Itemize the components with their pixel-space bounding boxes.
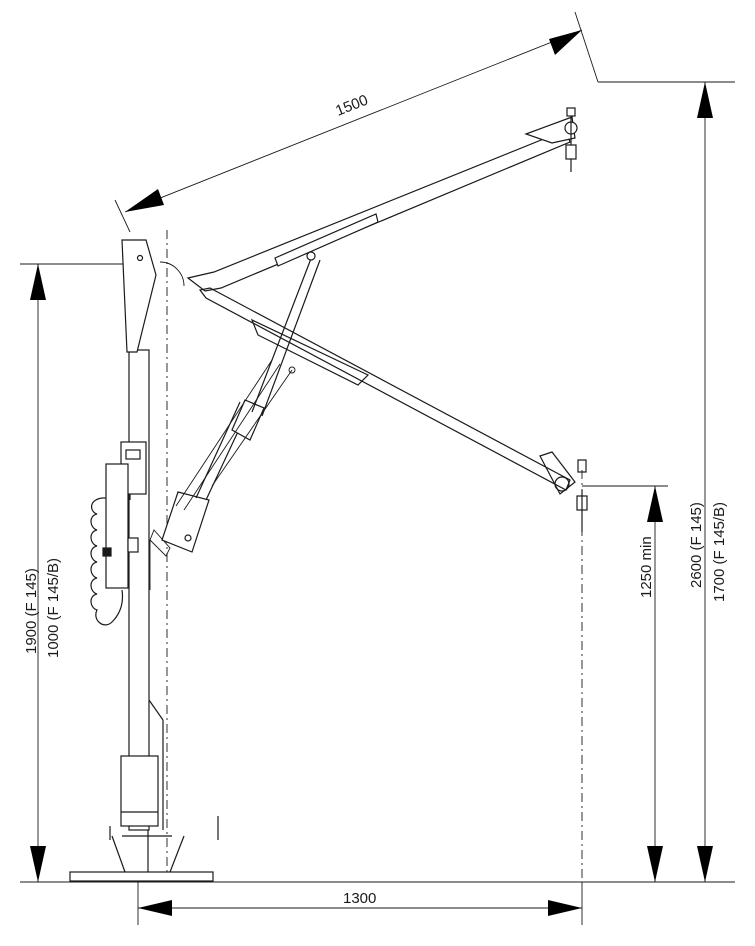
dimension-label-height-f145b: 1700 (F 145/B) [711, 502, 728, 602]
dimension-label-boom-length: 1500 [333, 92, 370, 120]
boom-lower-position [198, 287, 588, 532]
dimension-arrow [647, 846, 663, 882]
dimension-arrow [697, 82, 713, 118]
dimension-label-base-width: 1300 [343, 890, 376, 907]
dimension-arrow [30, 264, 46, 300]
pump-unit [105, 463, 129, 589]
boom-tip-bracket-lower [539, 451, 576, 495]
dimension-arrow [125, 189, 164, 212]
dimension-base-width: 1300 [137, 882, 583, 925]
dimension-arrow [30, 846, 46, 882]
dimension-label-pivot-f145b: 1000 (F 145/B) [45, 558, 62, 658]
control-pendant [90, 441, 147, 626]
dimension-arrow [697, 846, 713, 882]
dimension-label-min-height: 1250 min [638, 536, 655, 598]
dimension-arrow [549, 30, 582, 55]
boom-tip-bracket [524, 116, 576, 144]
pivot-arc [159, 261, 185, 287]
coiled-cable [90, 497, 124, 626]
column-base-box [120, 755, 159, 827]
dimension-arrow [138, 900, 172, 916]
dimension-min-hook-height: 1250 min [582, 485, 668, 882]
dimension-boom-length: 1500 [114, 11, 599, 233]
boom-upper-position [186, 107, 578, 292]
dimension-arrow [647, 486, 663, 522]
hydraulic-cylinder-lower [149, 359, 296, 590]
column-head [121, 239, 157, 353]
base-plate [69, 816, 219, 882]
dimension-overall-height: 2600 (F 145) 1700 (F 145/B) [598, 81, 735, 882]
dimension-label-pivot-f145: 1900 (F 145) [23, 568, 40, 654]
dimension-arrow [548, 900, 582, 916]
dimension-label-height-f145: 2600 (F 145) [688, 502, 705, 588]
hydraulic-cylinder-upper [161, 251, 321, 553]
